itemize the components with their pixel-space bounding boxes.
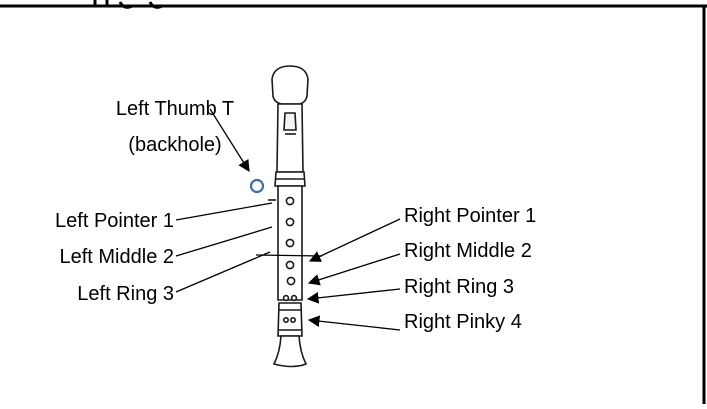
heading-cutoff	[93, 0, 163, 9]
backhole-circle-icon	[249, 178, 265, 194]
label-left-thumb-line2: (backhole)	[128, 134, 221, 156]
label-right-middle: Right Middle 2	[404, 240, 532, 262]
label-right-pointer: Right Pointer 1	[404, 205, 536, 227]
label-left-thumb-line1: Left Thumb T	[116, 98, 234, 120]
pointer-arrow-right-pinky	[307, 315, 401, 331]
label-left-ring: Left Ring 3	[77, 283, 174, 305]
diagram-frame	[0, 4, 707, 404]
pointer-arrow-right-pointer	[308, 218, 401, 262]
label-left-middle: Left Middle 2	[59, 246, 174, 268]
label-right-pinky: Right Pinky 4	[404, 311, 522, 333]
pointer-line-left-middle	[175, 226, 273, 257]
pointer-line-left-ring	[175, 251, 271, 293]
pointer-arrow-right-middle	[307, 253, 401, 286]
recorder-icon	[268, 65, 309, 368]
label-right-ring: Right Ring 3	[404, 276, 514, 298]
pointer-line-left-pointer	[175, 202, 273, 221]
pointer-arrow-right-ring	[306, 288, 401, 304]
pointer-line-left-thumb	[209, 108, 250, 172]
label-left-pointer: Left Pointer 1	[55, 210, 174, 232]
